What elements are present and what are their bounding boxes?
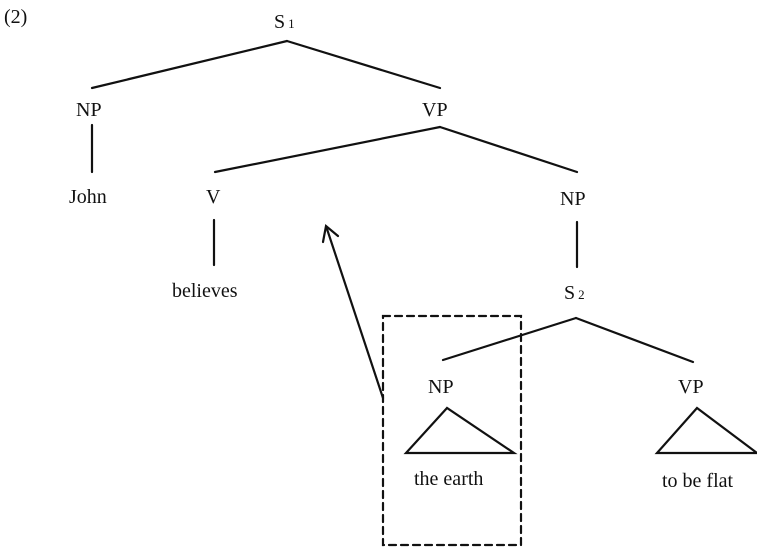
leaf-the-earth: the earth [414, 468, 484, 490]
edge-s2-np [441, 316, 578, 362]
node-np-subject: NP [76, 99, 102, 121]
node-believes: believes [172, 280, 238, 302]
node-np-object: NP [560, 188, 586, 210]
node-v: V [206, 186, 221, 208]
leaf-to-be-flat: to be flat [662, 470, 734, 492]
edge-vp-v [213, 125, 442, 174]
node-vp-main: VP [422, 99, 448, 121]
node-john: John [69, 186, 107, 208]
edge-vp-np [438, 125, 579, 174]
triangle-to-be-flat [654, 406, 757, 455]
node-np-embedded: NP [428, 376, 454, 398]
movement-arrow-shaft [325, 227, 385, 400]
movement-arrow-head [321, 223, 340, 244]
node-vp-embedded: VP [678, 376, 704, 398]
dashed-box [381, 314, 523, 547]
edge-s1-np [90, 39, 289, 90]
example-number: (2) [4, 6, 28, 28]
triangle-the-earth [403, 406, 518, 455]
edge-s2-vp [574, 316, 695, 364]
edge-s1-vp [285, 39, 442, 90]
